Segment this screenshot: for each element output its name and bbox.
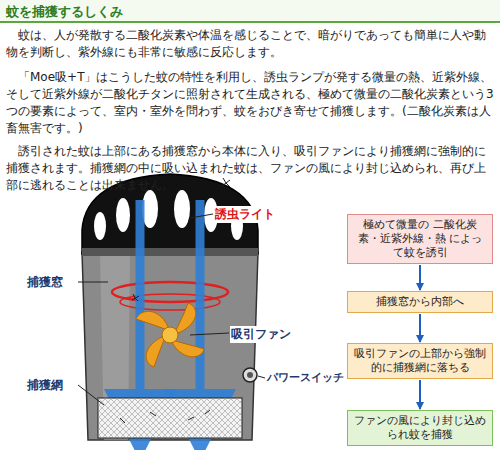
flow-box: 極めて微量の 二酸化炭素・近紫外線・熱 によって蚊を誘引: [347, 214, 493, 264]
flow-arrow: [419, 314, 421, 342]
flow-box: ファンの風により封じ込められ蚊を捕獲: [347, 410, 493, 446]
flow-box: 吸引ファンの上部から強制的に捕獲網に落ちる: [347, 343, 493, 379]
box-text: 捕獲窓から内部へ: [353, 295, 487, 309]
lamp-ring: [112, 282, 228, 302]
part-label: 捕獲網: [26, 377, 64, 394]
box-text: ファンの風により封じ込められ蚊を捕獲: [353, 414, 487, 442]
paragraph: 誘引された蚊は上部にある捕獲窓から本体に入り、吸引ファンにより捕獲網に強制的に捕…: [6, 143, 494, 194]
box-text: 吸引ファンの上部から強制的に捕獲網に落ちる: [353, 347, 487, 375]
flow-arrow: [419, 265, 421, 290]
paragraph: 「Moe吸+T」はこうした蚊の特性を利用し、誘虫ランプが発する微量の熱、近紫外線…: [6, 69, 494, 137]
flow-box: 捕獲窓から内部へ: [347, 291, 493, 313]
part-label: 吸引ファン: [230, 326, 292, 343]
part-label: パワースイッチ: [266, 370, 345, 385]
box-text: 極めて微量の 二酸化炭素・近紫外線・熱 によって蚊を誘引: [353, 218, 487, 260]
body: [82, 252, 258, 440]
paragraph: 蚊は、人が発散する二酸化炭素や体温を感じることで、暗がりであっても簡単に人や動物…: [6, 27, 494, 61]
title-text: 蚊を捕獲するしくみ: [6, 3, 123, 21]
capture-net: [98, 398, 242, 438]
leader-lines: [78, 214, 265, 405]
part-label: 誘虫ライト: [214, 206, 276, 223]
flow-arrow: [419, 380, 421, 409]
power-switch: [243, 368, 257, 382]
part-label: 捕獲窓: [26, 274, 64, 291]
